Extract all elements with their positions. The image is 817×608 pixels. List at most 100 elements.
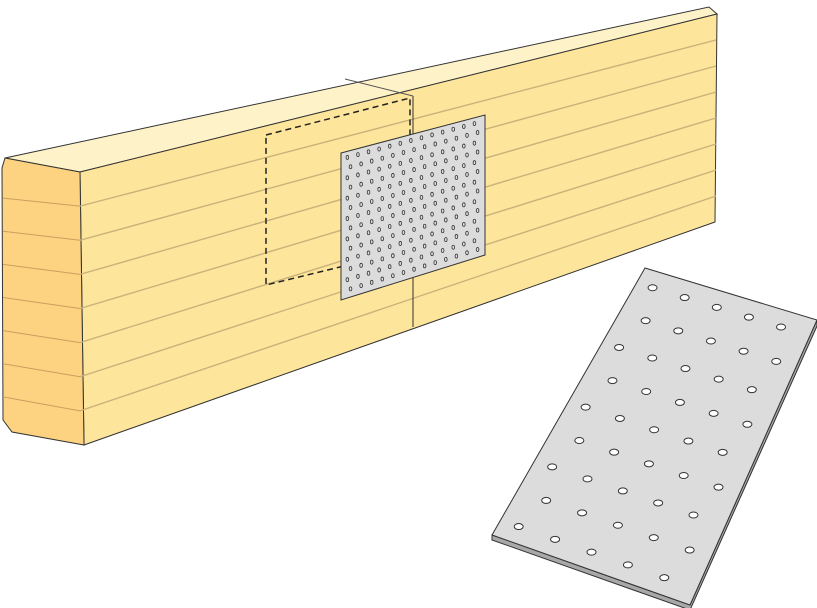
nail-hole — [680, 365, 691, 373]
nail-hole — [345, 256, 350, 262]
nail-hole — [433, 181, 437, 186]
nail-hole — [388, 143, 392, 149]
nail-hole — [475, 169, 480, 174]
nail-hole — [366, 250, 371, 256]
nail-hole — [776, 323, 787, 331]
nail-hole — [356, 152, 360, 158]
nail-hole — [465, 172, 469, 177]
nail-hole — [412, 187, 416, 192]
nail-hole — [388, 264, 392, 270]
nail-hole — [370, 239, 374, 245]
nail-hole — [454, 234, 459, 239]
nail-hole — [422, 243, 427, 249]
nail-hole — [377, 166, 381, 172]
nail-hole — [377, 207, 381, 212]
nail-hole — [440, 228, 445, 234]
nail-plate-mounted — [340, 114, 486, 301]
nail-hole — [465, 211, 469, 217]
nail-hole — [433, 220, 437, 226]
nail-hole — [348, 266, 353, 271]
nail-hole — [451, 126, 455, 132]
nail-hole — [617, 487, 628, 495]
nail-hole — [465, 250, 469, 256]
nail-hole — [359, 242, 363, 248]
nail-hole — [359, 262, 363, 268]
nail-hole — [345, 277, 350, 283]
nail-hole — [398, 160, 402, 166]
nail-hole — [475, 188, 480, 194]
nail-hole — [440, 149, 445, 155]
nail-hole — [388, 204, 392, 209]
nail-hole — [412, 207, 416, 212]
nail-hole — [574, 437, 585, 444]
nail-hole — [412, 147, 416, 153]
nail-hole — [409, 138, 413, 143]
nail-hole — [440, 248, 445, 253]
nail-hole — [444, 138, 448, 144]
nail-hole — [401, 210, 406, 215]
nail-hole — [688, 511, 699, 519]
nail-hole — [401, 170, 406, 175]
nail-hole — [391, 233, 395, 239]
nail-hole — [370, 259, 374, 265]
nail-hole — [683, 437, 694, 445]
nail-hole — [465, 152, 469, 158]
nail-hole — [370, 178, 374, 184]
nail-hole — [475, 227, 480, 233]
nail-hole — [465, 191, 469, 197]
beam-end-face — [1, 157, 85, 446]
grain-line — [2, 330, 81, 344]
nail-hole — [409, 217, 413, 223]
nail-hole — [412, 246, 416, 252]
nail-hole — [356, 213, 360, 218]
nail-hole — [388, 183, 392, 189]
nail-hole — [380, 155, 384, 161]
nail-hole — [356, 192, 360, 198]
grain-line — [2, 363, 81, 378]
nail-hole — [366, 270, 371, 276]
nail-hole — [401, 250, 406, 255]
nail-hole — [711, 303, 722, 311]
nail-hole — [684, 546, 695, 554]
nail-hole — [475, 247, 480, 252]
nail-hole — [454, 194, 459, 200]
nail-hole — [433, 161, 437, 167]
nail-hole — [380, 175, 384, 181]
nail-hole — [345, 155, 350, 160]
nail-hole — [705, 337, 716, 345]
nail-hole — [582, 475, 593, 483]
nail-hole — [345, 216, 350, 221]
nail-hole — [472, 218, 477, 224]
grain-line — [2, 396, 81, 412]
nail-hole — [356, 172, 360, 178]
nail-hole — [388, 224, 392, 229]
nail-hole — [377, 186, 381, 192]
nail-hole — [433, 260, 437, 266]
nail-hole — [348, 225, 353, 231]
nail-hole — [743, 313, 754, 321]
nail-hole — [430, 152, 434, 158]
nail-hole — [440, 188, 445, 194]
nail-hole — [451, 205, 455, 211]
nail-hole — [640, 317, 651, 325]
nail-hole — [409, 197, 413, 203]
nail-hole — [398, 201, 402, 206]
nail-hole — [708, 409, 719, 417]
nail-hole — [475, 130, 480, 135]
nail-hole — [742, 420, 753, 428]
nail-hole — [430, 231, 434, 237]
nail-hole — [649, 426, 660, 434]
nail-hole — [622, 561, 633, 569]
nail-hole — [433, 200, 437, 206]
nail-hole — [398, 241, 402, 246]
nail-hole — [370, 219, 374, 225]
nail-hole — [451, 146, 455, 152]
nail-hole — [380, 216, 384, 222]
nail-hole — [370, 199, 374, 204]
nail-hole — [422, 223, 427, 229]
nail-hole — [422, 164, 427, 170]
nail-hole — [391, 152, 395, 158]
nail-hole — [398, 180, 402, 186]
nail-hole — [409, 178, 413, 183]
nail-hole — [366, 149, 371, 155]
